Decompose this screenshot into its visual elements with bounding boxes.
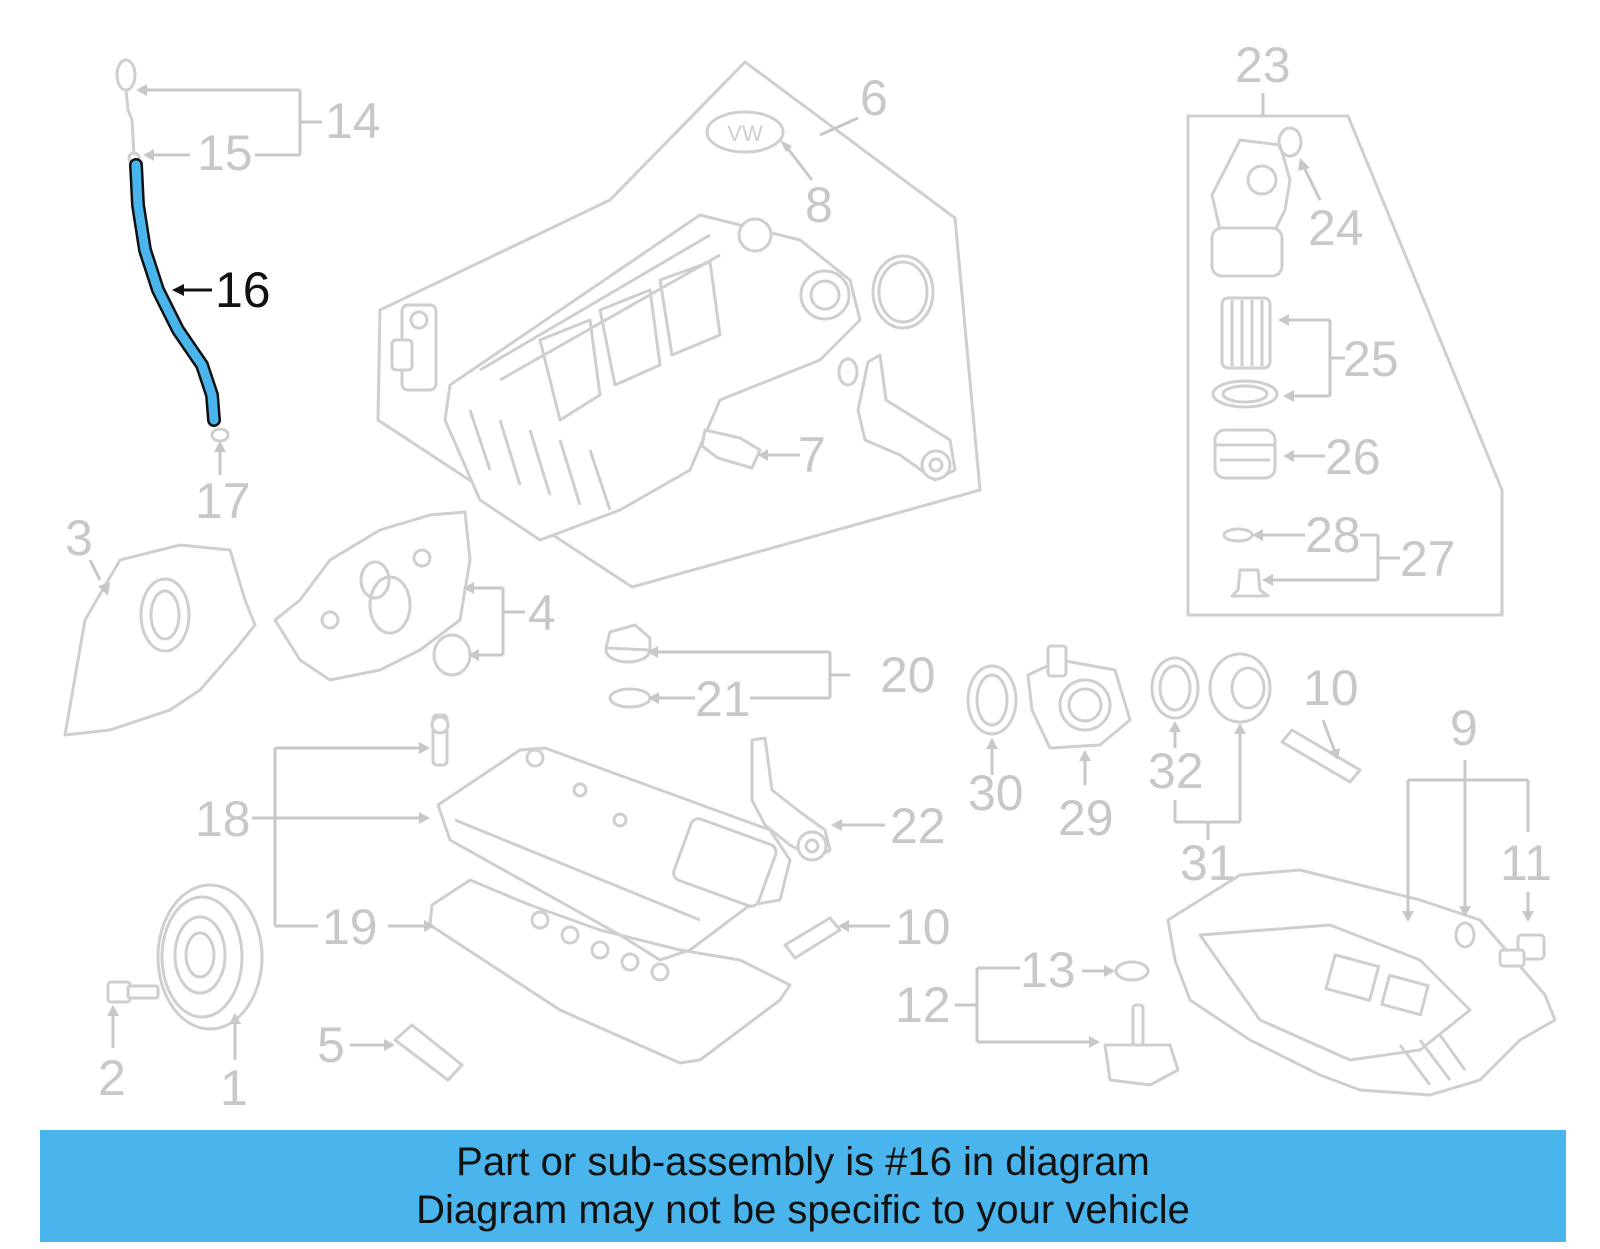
- callout-16: 16: [215, 262, 271, 318]
- callout-27: 27: [1400, 531, 1456, 587]
- sleeve-lower: [783, 916, 842, 960]
- front-seal: [432, 633, 472, 677]
- valve-cover-gasket: [428, 878, 792, 1065]
- vw-emblem: [705, 110, 785, 154]
- callout-23: 23: [1235, 37, 1291, 93]
- cooler-seal-32: [1150, 656, 1200, 720]
- cooler-seal-30: [966, 664, 1018, 736]
- filter-seal: [1211, 379, 1279, 409]
- callout-25: 25: [1343, 331, 1399, 387]
- dipstick-seal: [210, 427, 230, 443]
- callout-1: 1: [220, 1060, 248, 1116]
- oil-filler-cap: [604, 623, 652, 664]
- callout-20: 20: [880, 647, 936, 703]
- callout-12: 12: [895, 977, 951, 1033]
- manifold-bracket: [700, 428, 762, 470]
- cooler-plug: [1208, 652, 1272, 724]
- callout-21: 21: [695, 671, 751, 727]
- front-cover: [273, 510, 472, 682]
- svg-text:VW: VW: [727, 121, 763, 146]
- callout-2: 2: [98, 1050, 126, 1106]
- sensor-o-ring: [1114, 960, 1150, 982]
- callout-15: 15: [197, 125, 253, 181]
- callout-8: 8: [805, 177, 833, 233]
- map-sensor: [390, 303, 438, 392]
- banner-line-2: Diagram may not be specific to your vehi…: [416, 1188, 1190, 1232]
- callout-31: 31: [1180, 835, 1236, 891]
- drain-washer: [1222, 527, 1254, 543]
- sleeve-upper: [1280, 728, 1362, 784]
- crank-pulley: [156, 883, 264, 1031]
- rear-cover: [63, 543, 257, 737]
- oil-cooler: [1026, 644, 1132, 750]
- callout-14: 14: [325, 93, 381, 149]
- callout-13: 13: [1020, 942, 1076, 998]
- breather-hose: [750, 736, 832, 862]
- dipstick-tube-part-16: [129, 158, 221, 427]
- callout-4: 4: [528, 585, 556, 641]
- callout-5: 5: [317, 1017, 345, 1073]
- housing-o-ring: [1277, 126, 1303, 158]
- filter-cap: [1213, 428, 1277, 480]
- filter-element: [1220, 296, 1272, 370]
- intake-manifold: [443, 213, 862, 542]
- callout-32: 32: [1148, 743, 1204, 799]
- callout-7: 7: [798, 427, 826, 483]
- callout-22: 22: [890, 798, 946, 854]
- callout-10-upper: 10: [1303, 660, 1359, 716]
- filter-group-outline: [1186, 114, 1504, 617]
- valve-cover: [436, 746, 792, 962]
- pan-drain-washer: [1454, 921, 1476, 949]
- cover-bolt: [430, 713, 450, 767]
- dipstick-highlight: [131, 160, 219, 425]
- sleeve-5: [393, 1023, 464, 1082]
- callout-6: 6: [860, 70, 888, 126]
- pan-drain-plug: [1498, 933, 1546, 968]
- callout-9: 9: [1450, 700, 1478, 756]
- cap-seal: [608, 687, 652, 709]
- oil-level-sensor: [1103, 1003, 1180, 1087]
- drain-plug-housing: [1230, 568, 1270, 598]
- callout-3: 3: [65, 510, 93, 566]
- callout-30: 30: [968, 765, 1024, 821]
- callout-26: 26: [1325, 429, 1381, 485]
- callout-24: 24: [1308, 200, 1364, 256]
- callout-19: 19: [322, 899, 378, 955]
- callout-18: 18: [195, 791, 251, 847]
- callout-11: 11: [1500, 835, 1552, 891]
- callout-28: 28: [1305, 507, 1361, 563]
- filter-housing: [1210, 138, 1292, 278]
- callout-17: 17: [195, 473, 251, 529]
- banner-line-1: Part or sub-assembly is #16 in diagram: [456, 1140, 1150, 1184]
- throttle-gasket: [871, 254, 935, 330]
- oil-pan: [1166, 868, 1557, 1097]
- breather-pipe-upper: [837, 353, 957, 482]
- info-banner: Part or sub-assembly is #16 in diagram D…: [40, 1130, 1566, 1242]
- dipstick-handle: [115, 58, 141, 165]
- callout-10-lower: 10: [895, 899, 951, 955]
- callout-29: 29: [1058, 790, 1114, 846]
- pulley-bolt: [106, 980, 160, 1004]
